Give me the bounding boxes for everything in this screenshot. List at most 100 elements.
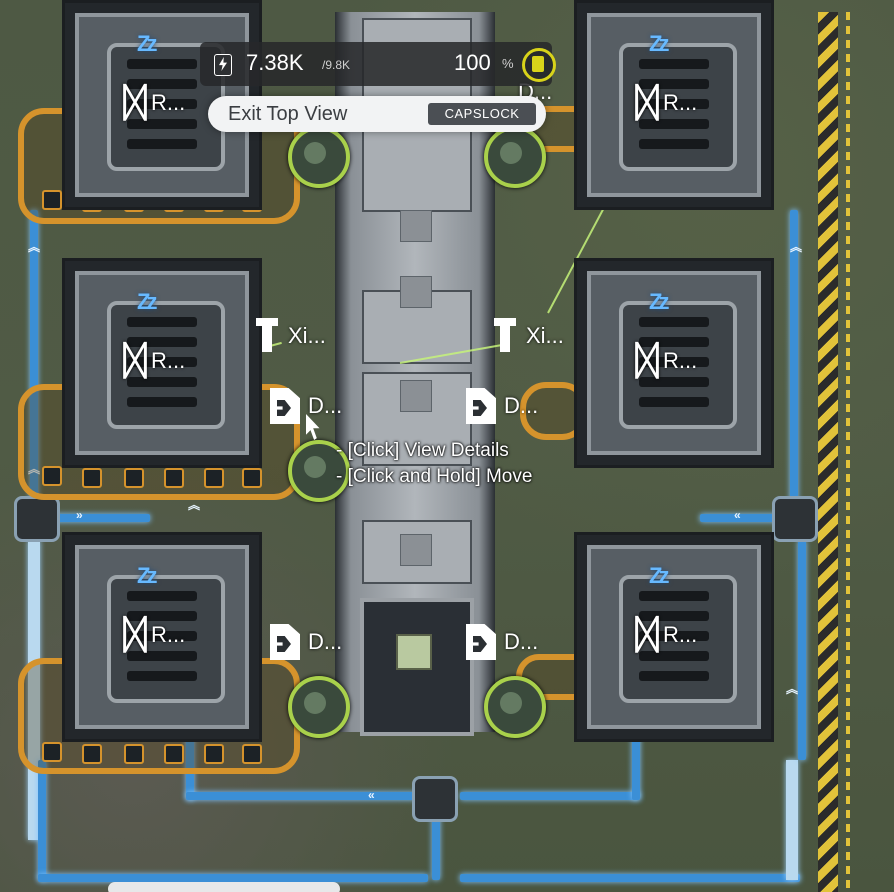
depot-label[interactable]: D... — [270, 622, 342, 662]
conveyor-left-branch — [40, 514, 150, 522]
bottom-panel-handle[interactable] — [108, 882, 340, 892]
item-slot — [82, 744, 102, 764]
refinery-machine[interactable]: Zz ᛞ R... — [574, 0, 774, 210]
water-pipe-right — [786, 760, 798, 880]
conveyor-right-lower — [798, 540, 806, 760]
pylon-icon — [256, 318, 278, 354]
gear-icon: ᛞ — [635, 339, 659, 383]
chevron-up-icon: ︽ — [790, 240, 803, 254]
conveyor-mid-left — [186, 792, 416, 800]
battery-icon[interactable] — [522, 48, 556, 82]
turret[interactable] — [484, 676, 546, 738]
conveyor-right-branch — [700, 514, 790, 522]
gear-icon: ᛞ — [635, 613, 659, 657]
conveyor-center-drop — [432, 810, 440, 880]
turret[interactable] — [288, 126, 350, 188]
chevron-left-icon: « — [734, 508, 741, 522]
refinery-machine[interactable]: Zz ᛞ R... — [574, 258, 774, 468]
machine-label: ᛞ R... — [635, 613, 698, 657]
item-slot — [164, 468, 184, 488]
percent-value: 100 — [454, 50, 491, 75]
pylon-icon — [494, 318, 516, 354]
item-slot — [204, 468, 224, 488]
conveyor-left-lower — [38, 760, 46, 880]
item-slot — [82, 468, 102, 488]
item-slot — [42, 190, 62, 210]
core-marker — [400, 534, 432, 566]
tooltip-line-move: - [Click and Hold] Move — [336, 466, 533, 487]
hazard-stripe-dashes — [846, 12, 850, 892]
depot-icon — [270, 624, 300, 660]
conveyor-right-upper — [790, 210, 798, 510]
gear-icon: ᛞ — [123, 613, 147, 657]
exit-top-view-label: Exit Top View — [228, 103, 348, 125]
keybind-badge: CAPSLOCK — [428, 103, 536, 125]
tooltip-line-view-details: - [Click] View Details — [336, 440, 509, 461]
core-marker — [400, 210, 432, 242]
conveyor-splitter-right[interactable] — [772, 496, 818, 542]
hazard-stripe — [818, 12, 838, 892]
turret[interactable] — [288, 440, 350, 502]
machine-label: ᛞ R... — [635, 81, 698, 125]
chevron-up-icon: ︽ — [28, 240, 41, 254]
conveyor-mid-left-drop — [186, 730, 194, 800]
conveyor-splitter-bottom[interactable] — [412, 776, 458, 822]
core-marker — [400, 276, 432, 308]
gear-icon: ᛞ — [123, 81, 147, 125]
pylon-label[interactable]: Xi... — [256, 316, 326, 356]
depot-icon — [466, 624, 496, 660]
turret[interactable] — [288, 676, 350, 738]
percent-sign: % — [502, 56, 514, 71]
chevron-up-icon: ︽ — [28, 462, 41, 476]
bolt-icon — [214, 54, 232, 76]
conveyor-mid-right — [460, 792, 640, 800]
gear-icon: ᛞ — [635, 81, 659, 125]
item-slot — [164, 744, 184, 764]
conveyor-left-upper — [30, 210, 38, 510]
sleep-icon: Zz — [137, 563, 158, 588]
chevron-right-icon: » — [76, 508, 83, 522]
item-slot — [242, 468, 262, 488]
sleep-icon: Zz — [649, 289, 670, 314]
machine-label: ᛞ R... — [635, 339, 698, 383]
item-slot — [204, 744, 224, 764]
depot-icon — [466, 388, 496, 424]
depot-icon — [270, 388, 300, 424]
conveyor-mid-right-drop — [632, 730, 640, 800]
chevron-left-icon: « — [368, 788, 375, 802]
refinery-machine[interactable]: Zz ᛞ R... — [62, 258, 262, 468]
gear-icon: ᛞ — [123, 339, 147, 383]
core-marker — [400, 380, 432, 412]
context-tooltip: - [Click] View Details - [Click and Hold… — [336, 440, 586, 492]
turret[interactable] — [484, 126, 546, 188]
power-value: 7.38K — [246, 50, 304, 75]
machine-label: ᛞ R... — [123, 613, 186, 657]
conveyor-bottom-right — [460, 874, 800, 882]
item-slot — [42, 742, 62, 762]
chevron-up-icon: ︽ — [188, 498, 201, 512]
conveyor-bottom-left — [38, 874, 428, 882]
chevron-up-icon: ︽ — [786, 682, 799, 696]
refinery-machine[interactable]: Zz ᛞ R... — [574, 532, 774, 742]
item-slot — [124, 744, 144, 764]
sleep-icon: Zz — [649, 563, 670, 588]
depot-label[interactable]: D... — [466, 386, 538, 426]
exit-top-view-button[interactable]: Exit Top View CAPSLOCK — [208, 96, 546, 132]
core-hub-center — [396, 634, 432, 670]
item-slot — [242, 744, 262, 764]
sleep-icon: Zz — [649, 31, 670, 56]
power-hud: 7.38K /9.8K 100 % — [200, 42, 556, 86]
sleep-icon: Zz — [137, 289, 158, 314]
power-capacity: /9.8K — [322, 58, 351, 72]
pylon-label[interactable]: Xi... — [494, 316, 564, 356]
machine-label: ᛞ R... — [123, 339, 186, 383]
item-slot — [42, 466, 62, 486]
depot-label[interactable]: D... — [270, 386, 342, 426]
sleep-icon: Zz — [137, 31, 158, 56]
machine-label: ᛞ R... — [123, 81, 186, 125]
item-slot — [124, 468, 144, 488]
refinery-machine[interactable]: Zz ᛞ R... — [62, 532, 262, 742]
conveyor-splitter-left[interactable] — [14, 496, 60, 542]
depot-label[interactable]: D... — [466, 622, 538, 662]
